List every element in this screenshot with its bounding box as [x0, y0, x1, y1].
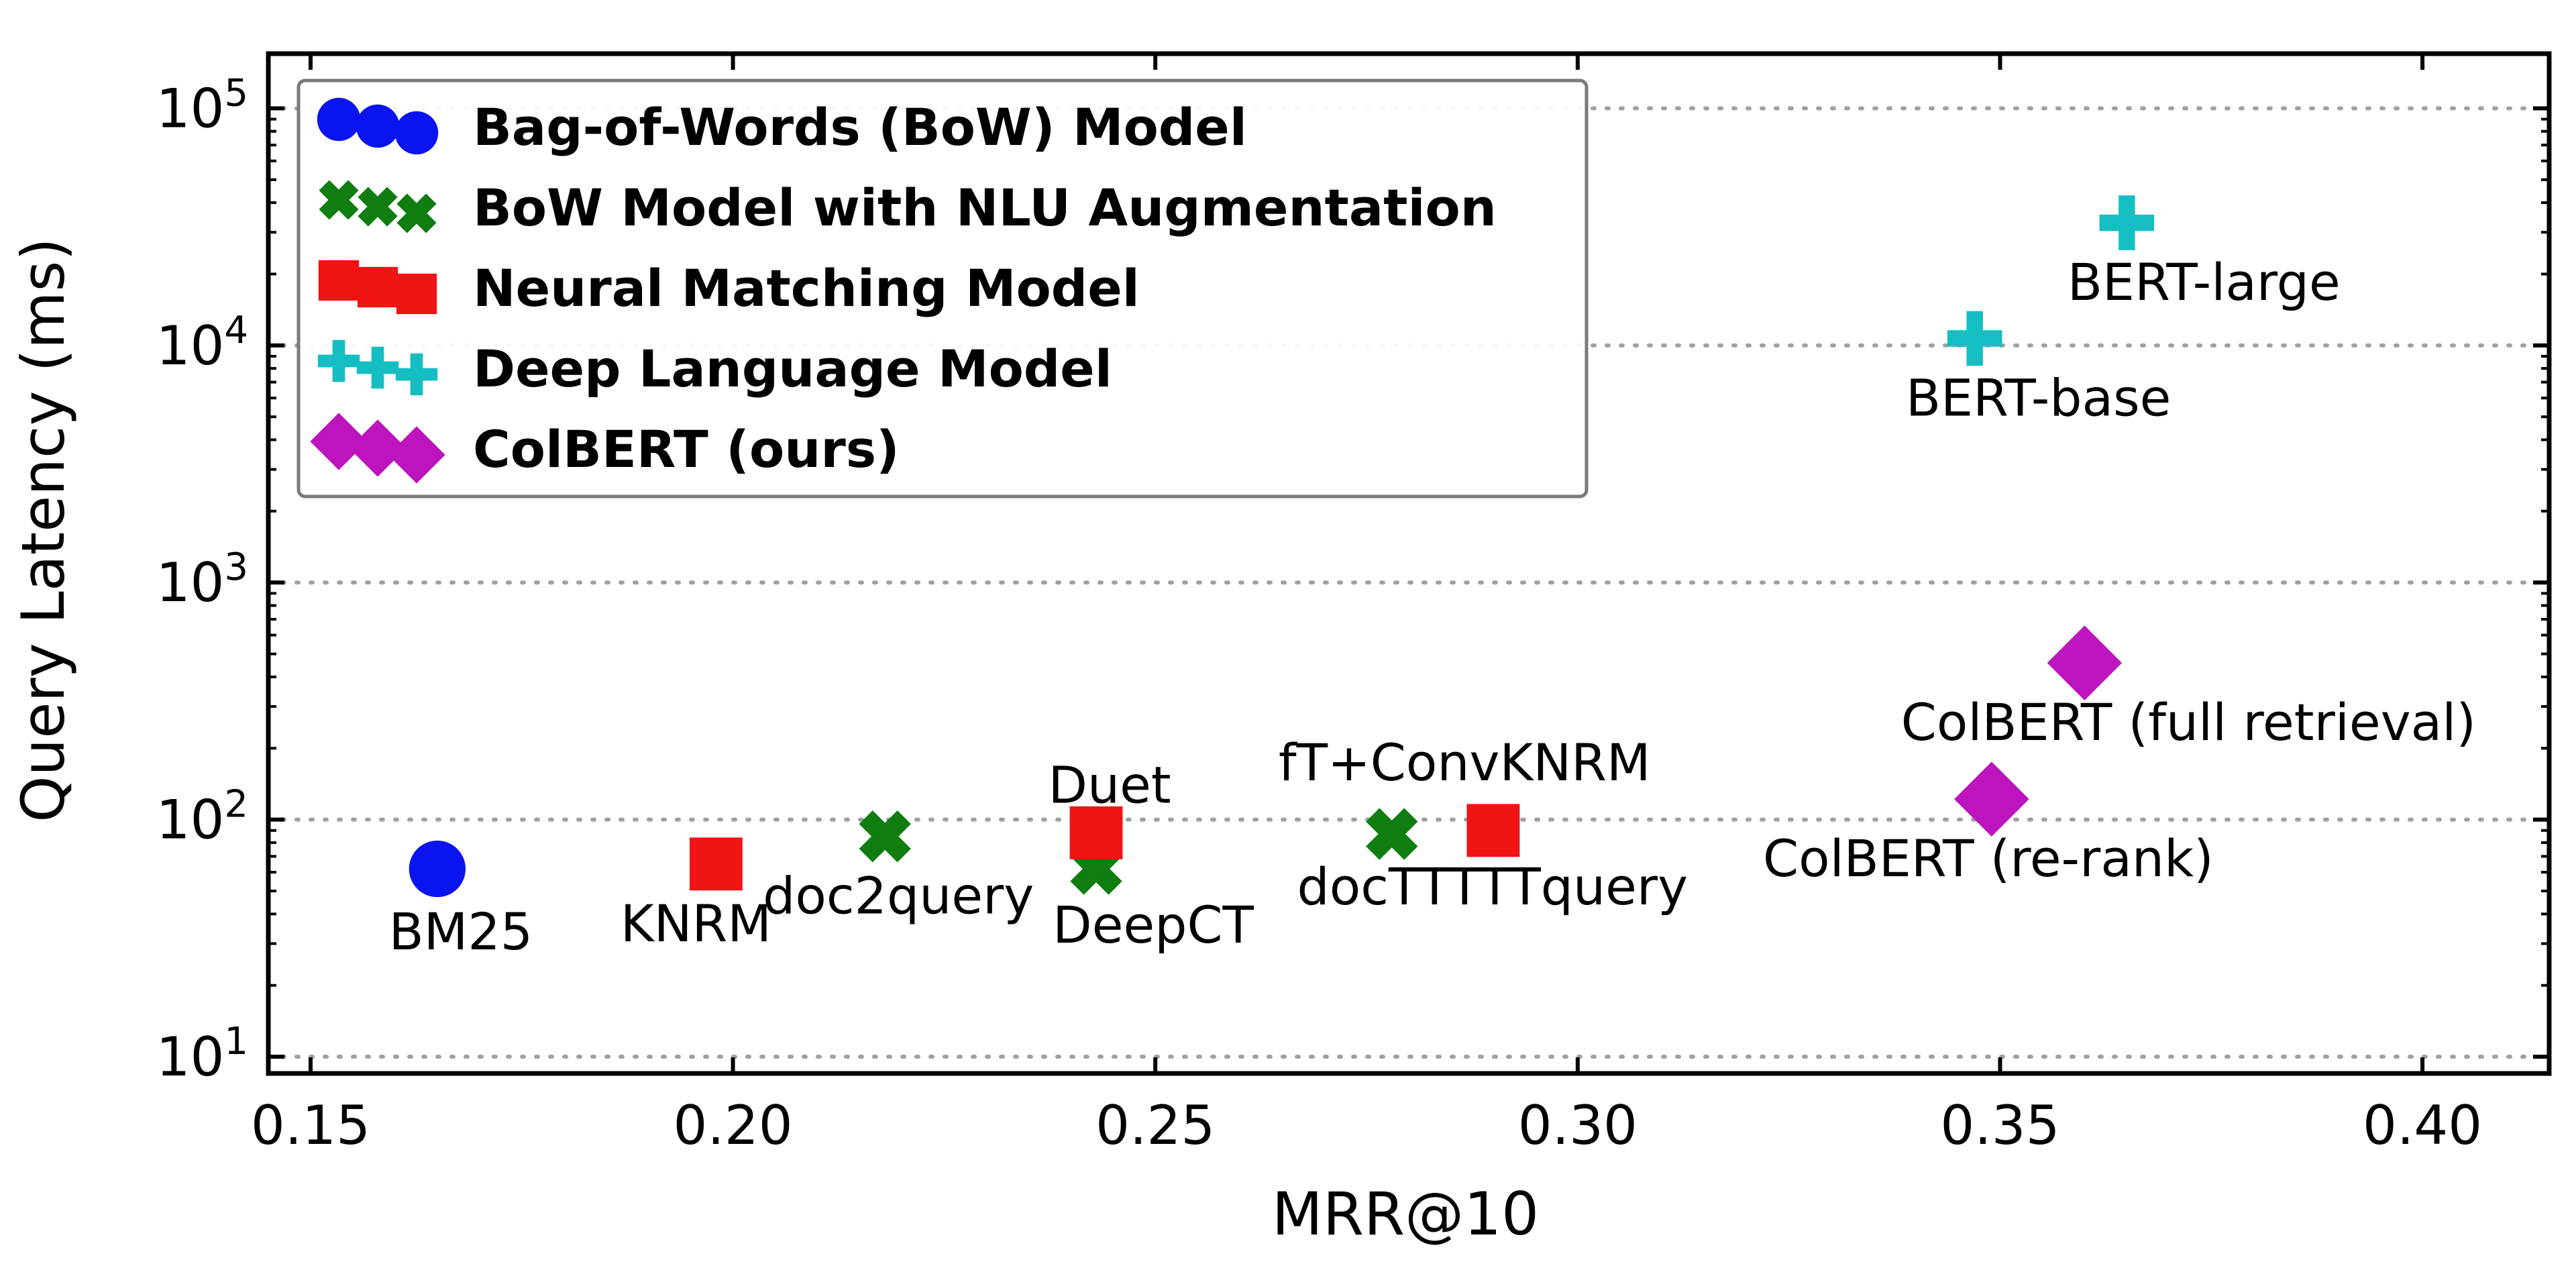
legend-marker	[349, 419, 407, 477]
legend-marker	[396, 193, 437, 233]
x-tick-label: 0.25	[1095, 1094, 1215, 1157]
legend-marker	[356, 346, 399, 389]
y-tick-label: 104	[156, 309, 248, 377]
axis-ticks: 101 102 103 104 105 0.15 0.20 0.25 0.30 0.35 0.40	[156, 54, 2549, 1157]
legend-label: BoW Model with NLU Augmentation	[473, 178, 1497, 238]
legend-marker	[358, 187, 398, 227]
data-point-ft-convknrm	[1466, 804, 1520, 857]
y-axis-title: Query Latency (ms)	[9, 238, 78, 822]
legend-label: Deep Language Model	[473, 339, 1112, 399]
legend-label: Neural Matching Model	[473, 258, 1140, 318]
legend-marker	[396, 273, 437, 315]
point-label: doc2query	[763, 866, 1034, 926]
legend-marker	[319, 180, 359, 220]
legend-marker	[394, 111, 439, 155]
data-point-bm25	[409, 840, 466, 898]
point-label: docTTTTTquery	[1297, 857, 1688, 916]
x-axis-title: MRR@10	[1272, 1179, 1539, 1249]
x-tick-label: 0.15	[251, 1094, 370, 1157]
y-tick-label: 105	[156, 71, 248, 140]
point-label: BERT-base	[1906, 368, 2171, 427]
point-label: BM25	[389, 902, 533, 961]
legend-marker	[317, 339, 360, 382]
point-label: DeepCT	[1053, 895, 1254, 955]
point-label: ColBERT (re-rank)	[1763, 829, 2214, 888]
point-label: fT+ConvKNRM	[1279, 733, 1651, 792]
legend-marker	[357, 266, 398, 308]
y-tick-label: 102	[156, 783, 248, 851]
data-point-doctttttquery	[1366, 808, 1418, 860]
point-label: Duet	[1048, 755, 1171, 814]
point-label: KNRM	[621, 894, 771, 953]
data-point-bert-large	[2099, 195, 2155, 250]
data-point-colbert-full-retrieval-	[2047, 625, 2123, 700]
legend-marker	[310, 413, 368, 470]
legend-label: ColBERT (ours)	[473, 419, 900, 479]
x-tick-label: 0.20	[674, 1094, 793, 1157]
data-point-knrm	[689, 837, 743, 891]
legend-marker	[388, 426, 445, 484]
y-tick-label: 103	[156, 545, 248, 614]
legend-box	[297, 78, 1589, 498]
plot-frame	[266, 51, 2552, 1076]
point-label: BERT-large	[2068, 252, 2341, 312]
legend-marker	[318, 260, 360, 301]
data-point-duet	[1069, 806, 1123, 859]
point-label: ColBERT (full retrieval)	[1901, 692, 2476, 752]
x-tick-label: 0.30	[1518, 1094, 1638, 1157]
legend-marker	[395, 353, 438, 396]
data-point-doc2query	[859, 810, 911, 863]
legend-marker	[356, 104, 400, 148]
legend-label: Bag-of-Words (BoW) Model	[473, 97, 1247, 157]
data-points	[409, 195, 2155, 898]
y-tick-label: 101	[156, 1020, 248, 1088]
data-point-colbert-re-rank-	[1954, 761, 2029, 837]
x-tick-label: 0.35	[1940, 1094, 2059, 1157]
data-point-bert-base	[1947, 311, 2002, 366]
legend-marker	[317, 97, 361, 142]
x-tick-label: 0.40	[2363, 1094, 2482, 1157]
